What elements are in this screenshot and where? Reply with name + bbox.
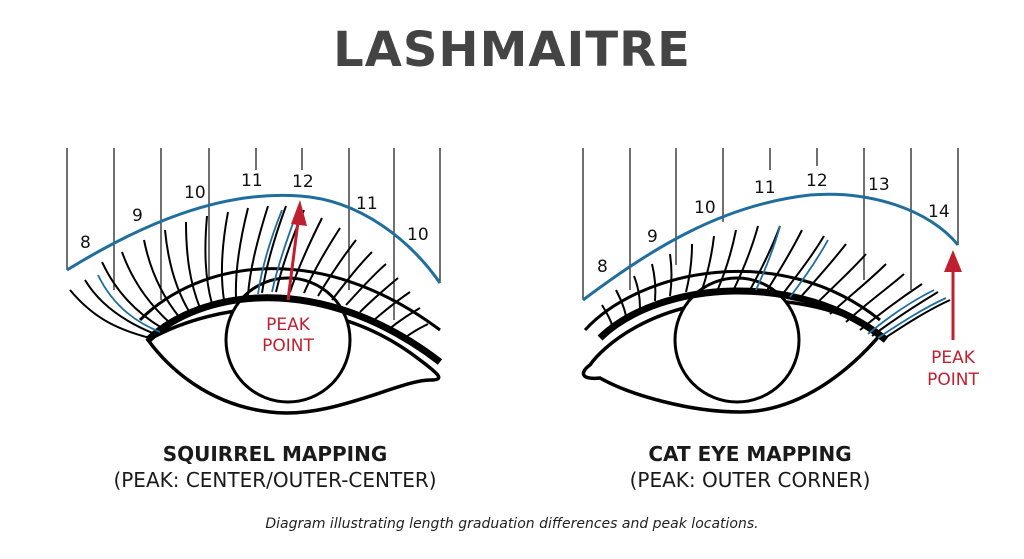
lash-line [145,294,443,365]
length-label: 10 [407,225,429,245]
squirrel-heading: SQUIRREL MAPPING [162,442,388,466]
squirrel-eye-diagram: 8 9 10 11 12 11 10 PEAK POINT [66,148,443,415]
peak-point-label: PEAK [266,315,311,335]
length-label: 9 [647,227,658,247]
blue-lashes [755,225,947,339]
page-title: LASHMAITRE [333,22,691,78]
iris-icon [673,276,801,404]
length-label: 14 [928,202,950,222]
squirrel-caption: SQUIRREL MAPPING (PEAK: CENTER/OUTER-CEN… [80,441,470,493]
cat-eye-heading: CAT EYE MAPPING [648,442,852,466]
length-label: 10 [694,198,716,218]
zone-lines [66,148,441,320]
length-label: 11 [241,171,263,191]
lashes [601,225,951,341]
length-label: 11 [356,194,378,214]
cat-eye-diagram: 8 9 10 11 12 13 14 PEAK POINT [581,148,979,414]
squirrel-subheading: (PEAK: CENTER/OUTER-CENTER) [113,468,437,492]
peak-arrow-icon [944,250,962,340]
length-curve [66,193,442,284]
footer-caption: Diagram illustrating length graduation d… [265,516,759,532]
length-label: 12 [292,172,314,192]
cat-eye-caption: CAT EYE MAPPING (PEAK: OUTER CORNER) [580,441,920,493]
cat-eye-subheading: (PEAK: OUTER CORNER) [629,468,871,492]
iris-icon [224,276,352,404]
lash-line [597,287,889,343]
length-label: 10 [184,183,206,203]
peak-point-label: POINT [262,336,314,356]
peak-point-label: PEAK [931,348,976,368]
length-label: 8 [80,233,91,253]
length-label: 9 [132,206,143,226]
peak-arrow-icon [286,200,307,301]
length-label: 8 [597,257,608,277]
length-label: 13 [868,175,890,195]
lashes [69,205,429,341]
length-label: 11 [754,178,776,198]
peak-point-label: POINT [927,370,979,390]
length-curve [582,192,960,302]
length-label: 12 [806,171,828,191]
